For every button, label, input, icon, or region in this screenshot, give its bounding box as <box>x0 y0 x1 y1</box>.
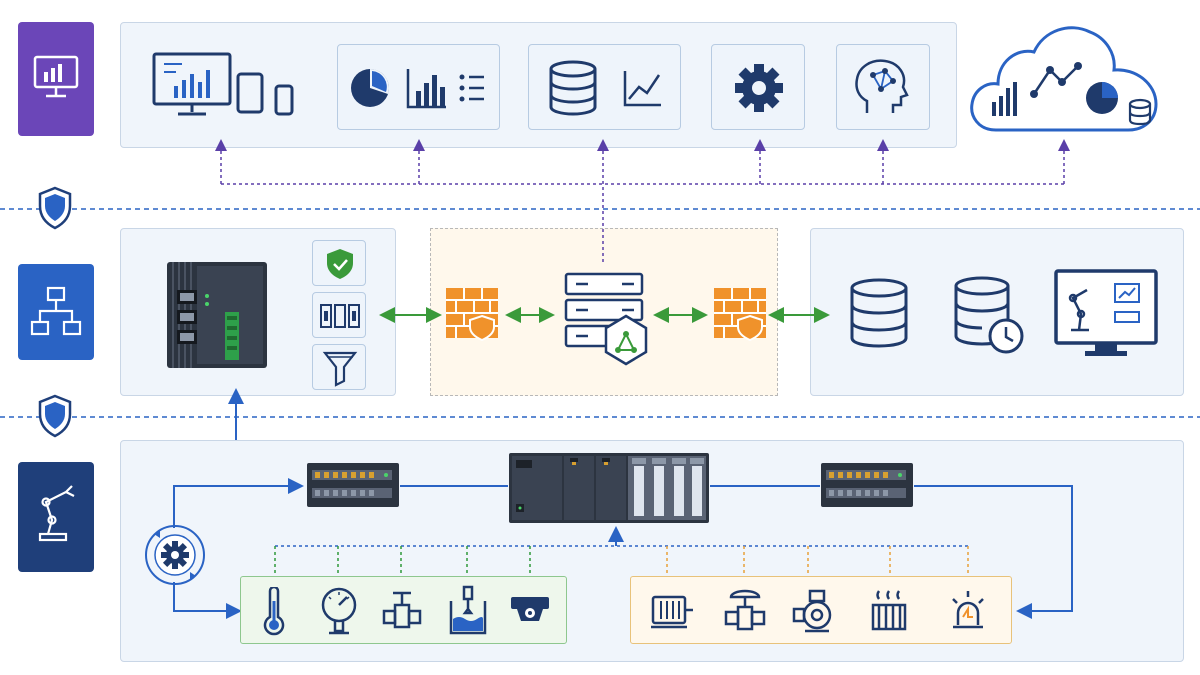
database-icon <box>848 278 910 350</box>
io-module-icon <box>306 462 400 508</box>
analytics-card <box>337 44 500 130</box>
cloud-analytics-icon <box>966 18 1166 136</box>
control-loop-gear-icon <box>140 520 210 590</box>
heater-icon <box>871 590 907 631</box>
ai-card <box>836 44 930 130</box>
motor-icon <box>651 595 693 629</box>
database-card <box>528 44 681 130</box>
actuators-group <box>630 576 1012 644</box>
valve-icon <box>382 591 422 629</box>
control-valve-icon <box>724 589 766 631</box>
camera-icon <box>511 597 549 621</box>
alarm-beacon-icon <box>952 591 984 629</box>
sensors-group <box>240 576 567 644</box>
plc-controller-icon <box>508 452 710 524</box>
network-hierarchy-icon <box>30 286 82 336</box>
industrial-gateway-icon <box>163 256 273 374</box>
shield-check-icon <box>327 249 353 279</box>
data-diode-box <box>312 292 366 338</box>
firewall-icon <box>444 286 500 342</box>
filter-box <box>312 344 366 390</box>
shield-icon <box>37 394 73 438</box>
scada-monitor-icon <box>1053 268 1159 360</box>
tier-badge-network <box>18 264 94 360</box>
level-sensor-icon <box>449 585 487 635</box>
ai-brain-icon <box>855 59 909 113</box>
server-hub-icon <box>560 270 660 370</box>
shield-icon <box>37 186 73 230</box>
historian-database-icon <box>952 276 1026 356</box>
pressure-gauge-icon <box>321 587 357 635</box>
upward-data-flow <box>215 139 1070 262</box>
thermometer-icon <box>263 587 285 636</box>
database-trend-icon <box>549 60 661 116</box>
monitor-chart-icon <box>33 55 79 98</box>
gear-card <box>711 44 805 130</box>
data-diode-icon <box>320 304 360 328</box>
tier-badge-field <box>18 462 94 572</box>
tier-badge-enterprise <box>18 22 94 136</box>
analytics-charts-icon <box>351 69 484 109</box>
io-module-icon <box>820 462 914 508</box>
security-check-box <box>312 240 366 286</box>
field-links <box>173 388 1073 619</box>
filter-icon <box>322 351 358 387</box>
firewall-icon <box>712 286 768 342</box>
gear-icon <box>735 64 783 112</box>
dashboard-monitor-icon <box>152 50 300 120</box>
pump-icon <box>792 589 832 633</box>
robot-arm-icon <box>38 485 75 542</box>
